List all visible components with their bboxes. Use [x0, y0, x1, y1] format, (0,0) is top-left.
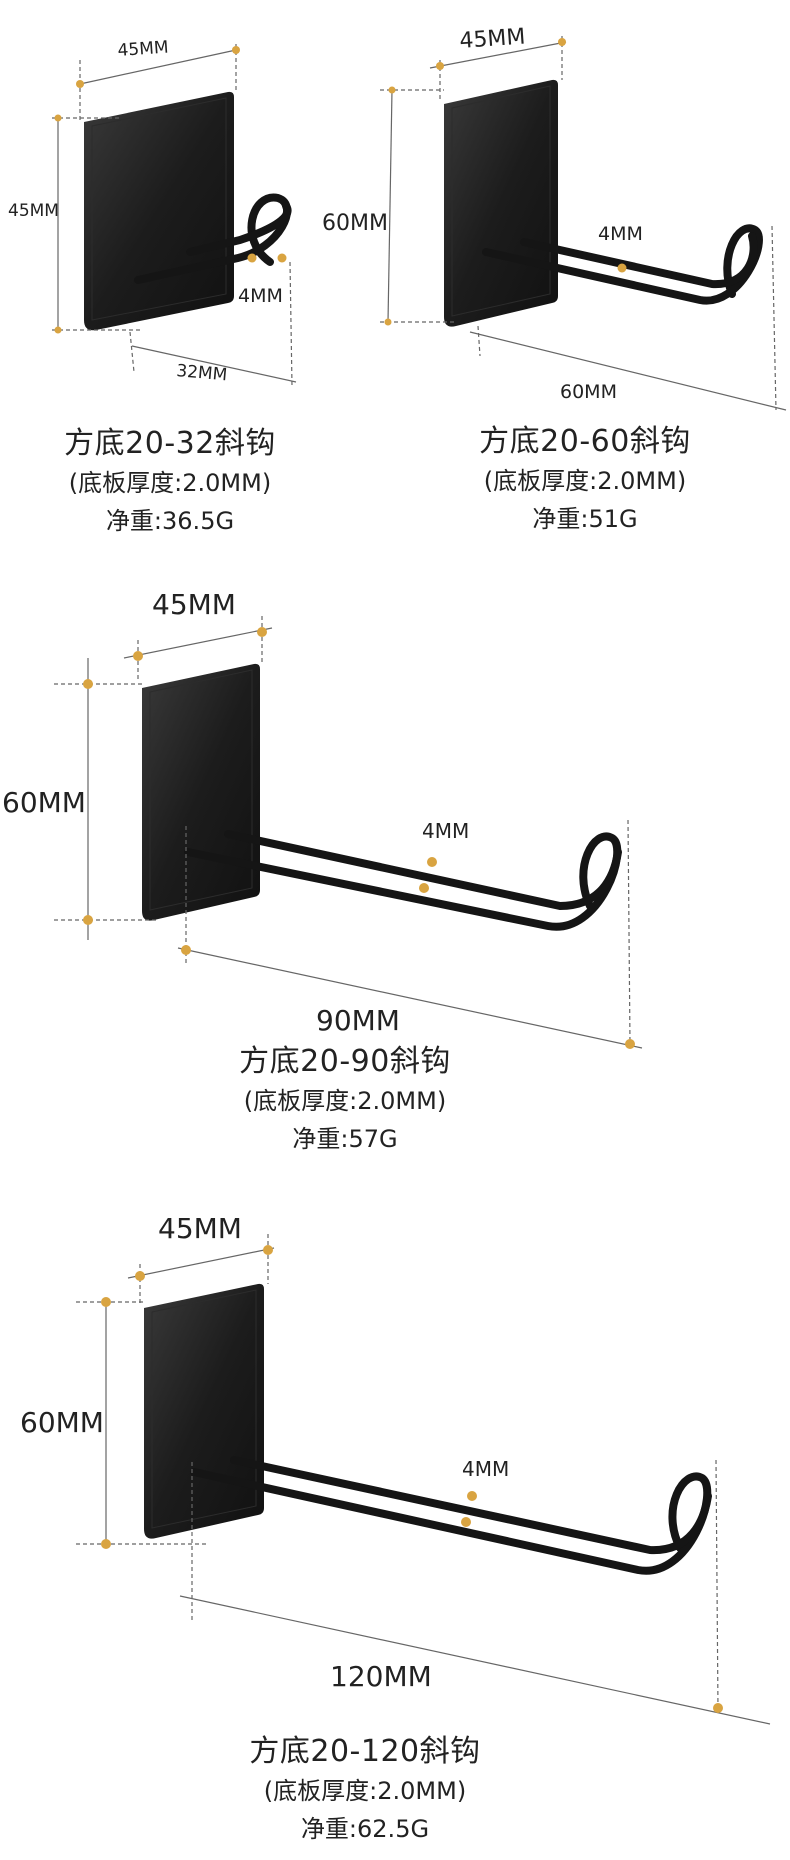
base-plate [144, 1283, 264, 1539]
dim-length: 90MM [316, 1004, 400, 1037]
caption-20-120: 方底20-120斜钩 (底板厚度:2.0MM) 净重:62.5G [210, 1732, 520, 1848]
net-weight: 净重:57G [292, 1125, 398, 1153]
net-weight: 净重:36.5G [105, 507, 235, 535]
dim-plate-width: 45MM [158, 1212, 242, 1245]
plate-thickness: (底板厚度:2.0MM) [263, 1777, 467, 1805]
caption-20-90: 方底20-90斜钩 (底板厚度:2.0MM) 净重:57G [200, 1042, 490, 1158]
base-plate [142, 663, 260, 921]
dim-plate-width: 45MM [459, 24, 527, 54]
caption-20-60: 方底20-60斜钩 (底板厚度:2.0MM) 净重:51G [440, 422, 730, 538]
product-title: 方底20-90斜钩 [239, 1044, 451, 1079]
hook-diagram-32: 45MM 45MM 4MM 32MM [8, 37, 297, 387]
dim-length: 120MM [330, 1660, 432, 1693]
dim-wire: 4MM [238, 285, 283, 307]
dimension-markers [54, 46, 287, 334]
product-title: 方底20-60斜钩 [479, 424, 691, 459]
dim-plate-height: 60MM [20, 1406, 104, 1439]
caption-20-32: 方底20-32斜钩 (底板厚度:2.0MM) 净重:36.5G [30, 424, 310, 540]
dim-wire: 4MM [422, 819, 469, 843]
net-weight: 净重:62.5G [300, 1815, 430, 1843]
hook-wire [482, 224, 763, 305]
dim-plate-height: 60MM [322, 211, 388, 236]
dim-plate-width: 45MM [117, 37, 169, 61]
hook-diagram-90: 45MM 60MM 4MM 90MM [2, 588, 643, 1049]
hook-wire [190, 1456, 712, 1575]
hook-wire [134, 193, 292, 284]
dim-length: 32MM [176, 361, 229, 385]
plate-thickness: (底板厚度:2.0MM) [68, 469, 272, 497]
dim-length: 60MM [560, 381, 617, 403]
plate-thickness: (底板厚度:2.0MM) [483, 467, 687, 495]
hook-wire [184, 830, 622, 931]
product-title: 方底20-32斜钩 [64, 426, 276, 461]
base-plate [84, 91, 234, 331]
hook-diagram-60: 45MM 60MM 4MM 60MM [322, 24, 787, 411]
dim-wire: 4MM [598, 223, 643, 245]
product-title: 方底20-120斜钩 [249, 1734, 481, 1769]
dim-wire: 4MM [462, 1457, 509, 1481]
hook-diagram-120: 45MM 60MM 4MM 120MM [20, 1212, 771, 1725]
dim-plate-height: 60MM [2, 786, 86, 819]
dim-plate-height: 45MM [8, 201, 59, 221]
base-plate [444, 79, 558, 327]
dim-plate-width: 45MM [152, 588, 236, 621]
net-weight: 净重:51G [532, 505, 638, 533]
plate-thickness: (底板厚度:2.0MM) [243, 1087, 447, 1115]
